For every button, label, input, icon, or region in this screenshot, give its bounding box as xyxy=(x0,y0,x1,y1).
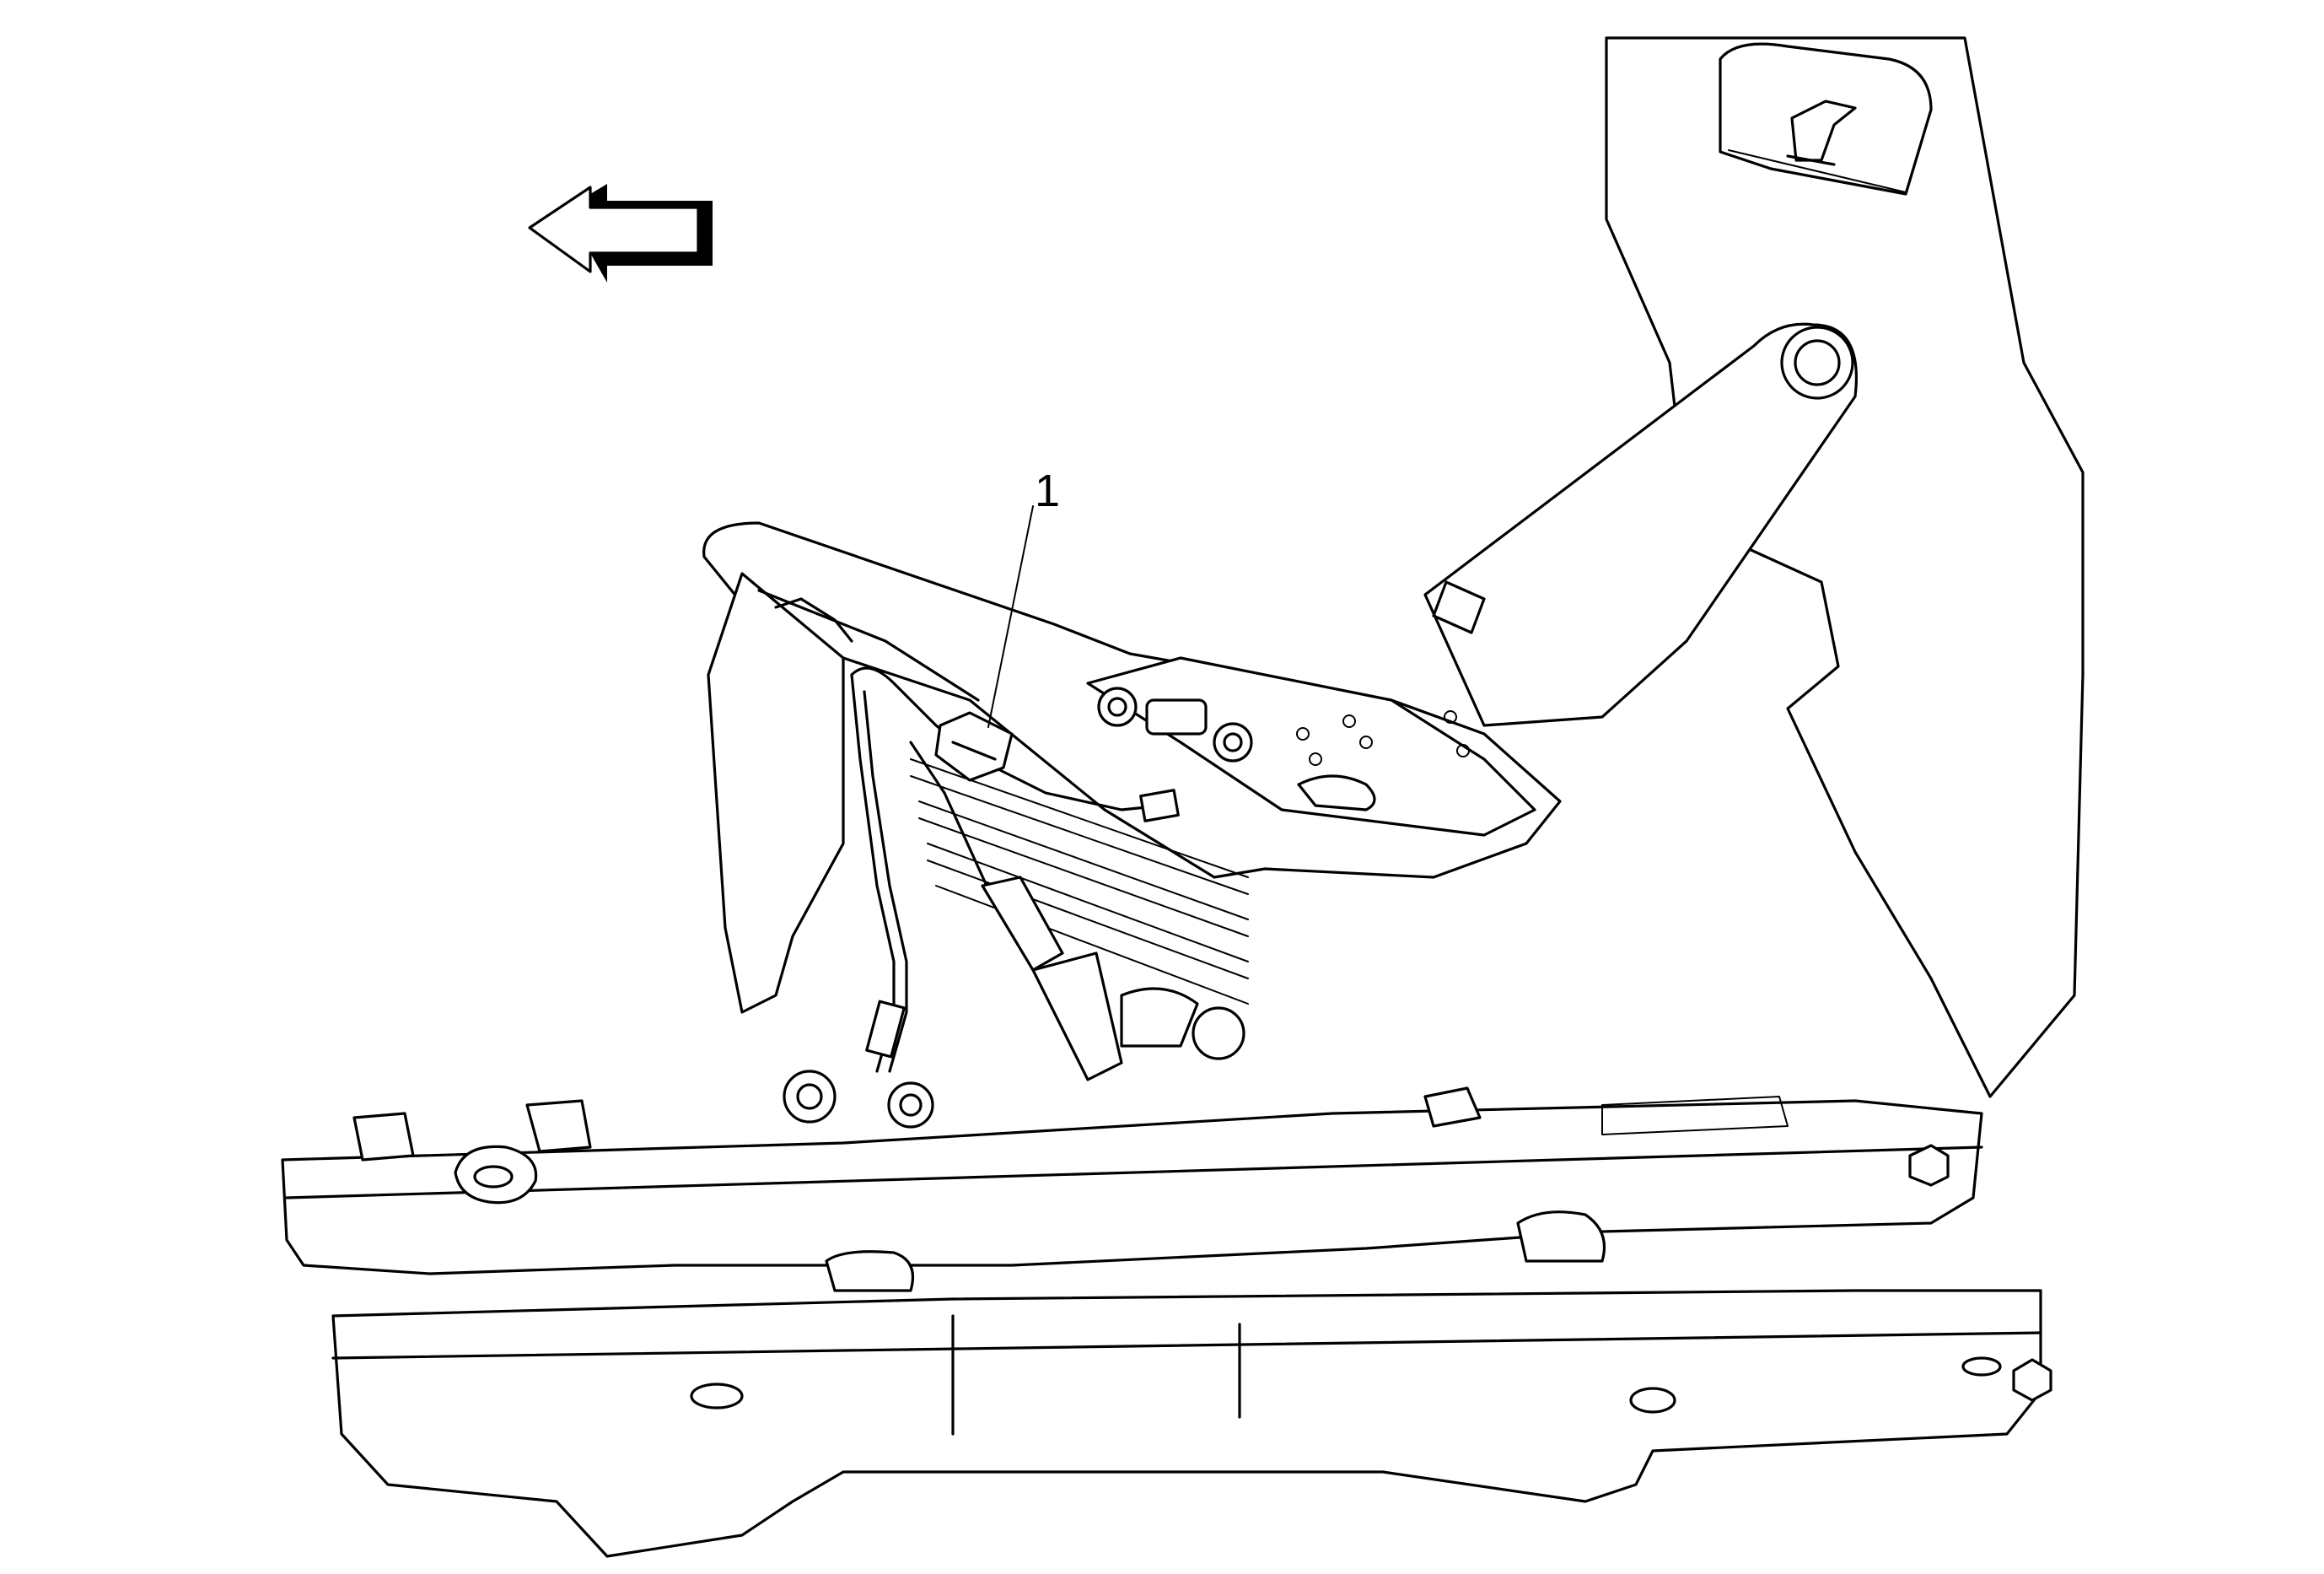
callout-1: 1 xyxy=(987,466,1060,728)
seat-back xyxy=(1605,36,2085,1098)
upper-seat-track xyxy=(281,1086,1983,1275)
seat-side-plate xyxy=(1086,656,1536,837)
callout-label: 1 xyxy=(1035,466,1060,516)
harness-clip xyxy=(865,1000,906,1059)
lower-seat-track xyxy=(331,1210,2052,1558)
seat-adjust-icon xyxy=(1786,100,1857,166)
sensor-connector xyxy=(981,876,1123,1081)
left-arrow-icon xyxy=(528,184,713,283)
inline-connector xyxy=(1139,789,1180,822)
harness-connector xyxy=(934,711,1014,782)
seat-back-frame xyxy=(1423,322,1858,727)
recliner-mechanism xyxy=(783,987,1245,1129)
wiring-harness xyxy=(850,666,1165,1073)
